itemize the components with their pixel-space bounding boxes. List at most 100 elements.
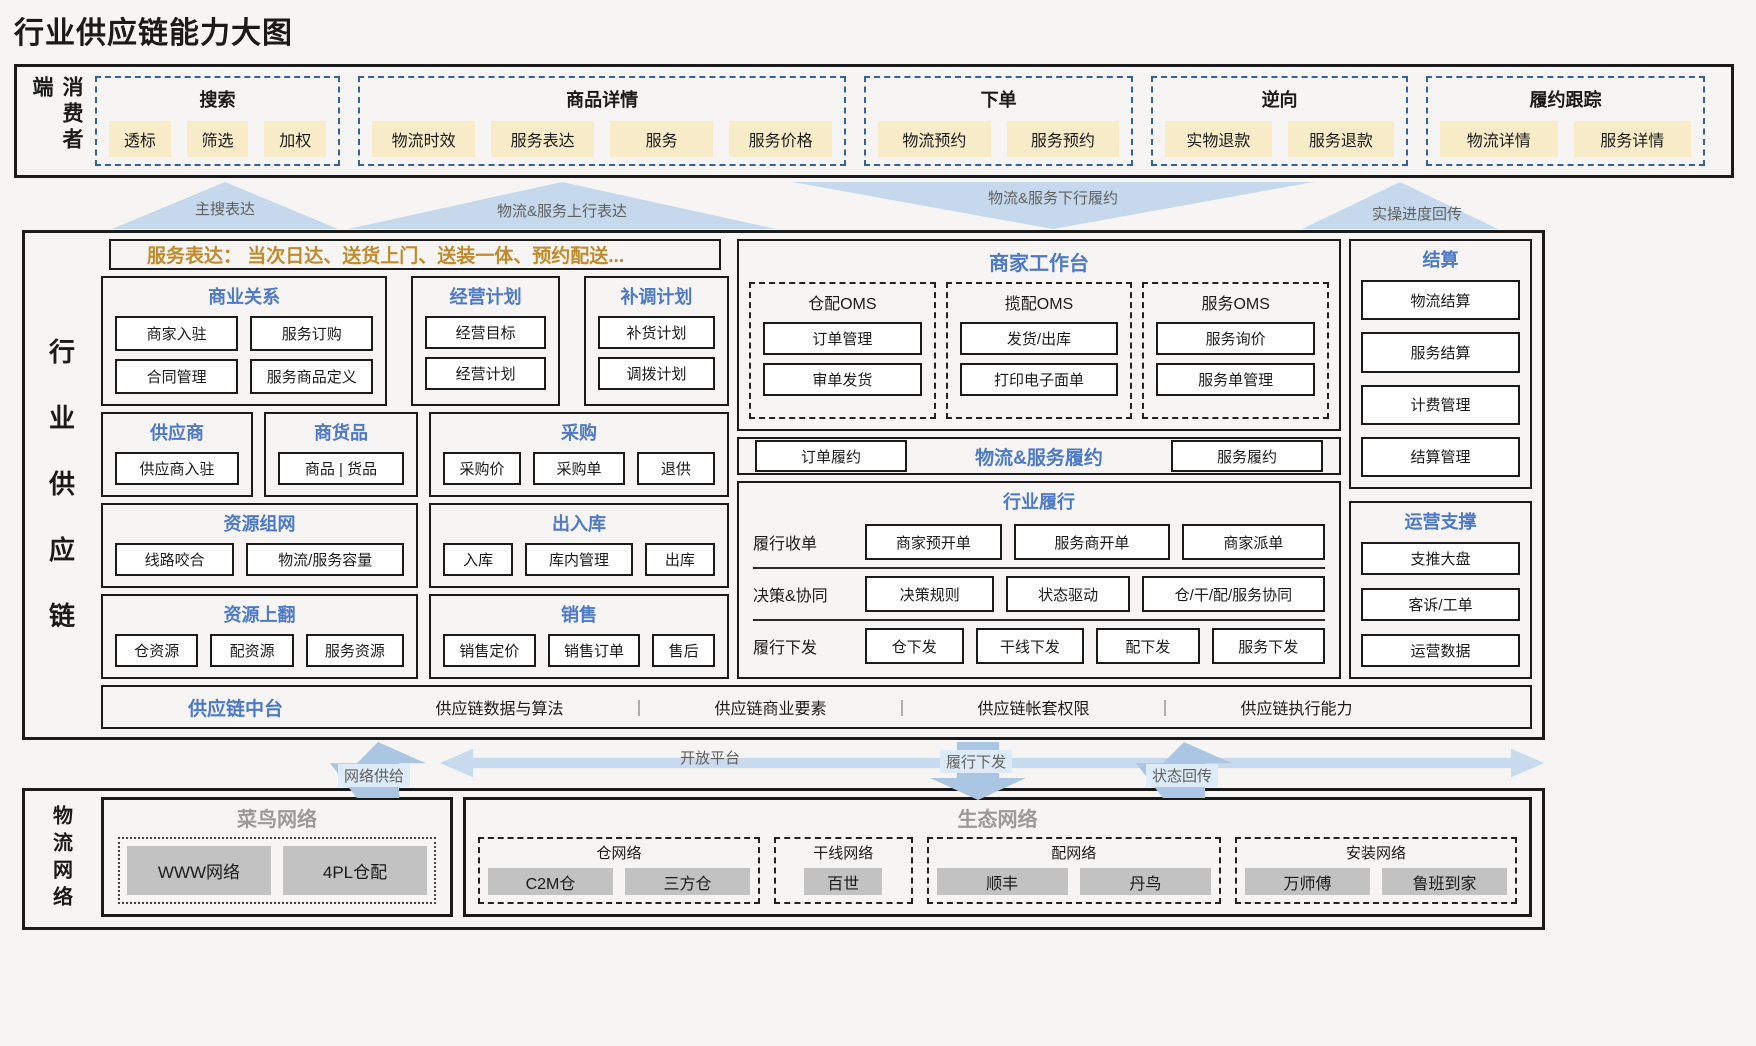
logistics-service-fulfillment-bar: 订单履约 物流&服务履约 服务履约 bbox=[737, 437, 1341, 475]
group-items: 实物退款 服务退款 bbox=[1165, 121, 1395, 157]
arrow-label-downstream-fulfillment: 物流&服务下行履约 bbox=[987, 190, 1118, 207]
box-title: 经营计划 bbox=[449, 287, 522, 307]
consumer-item: 服务退款 bbox=[1287, 121, 1395, 157]
capability-item: 线路咬合 bbox=[115, 543, 235, 576]
supply-side-label: 行业供应链 bbox=[45, 338, 76, 668]
box-purchase: 采购 采购价 采购单 退供 bbox=[429, 412, 729, 497]
consumer-group-order: 下单 物流预约 服务预约 bbox=[864, 76, 1134, 166]
eco-group-title: 配网络 bbox=[1051, 845, 1097, 862]
consumer-side-label: 消费者端 bbox=[30, 76, 83, 154]
group-title: 下单 bbox=[980, 90, 1017, 110]
box-title: 供应商 bbox=[150, 423, 204, 443]
box-settlement: 结算 物流结算 服务结算 计费管理 结算管理 bbox=[1349, 239, 1532, 489]
capability-item: 商家预开单 bbox=[865, 524, 1002, 560]
box-cainiao-network: 菜鸟网络 WWW网络 4PL仓配 bbox=[101, 797, 453, 917]
section-title: 仓配OMS bbox=[808, 296, 877, 313]
eco-group-title: 安装网络 bbox=[1345, 845, 1406, 862]
capability-item: 订单履约 bbox=[755, 440, 907, 472]
arrow-label-fulfill-dispatch: 履行下发 bbox=[940, 750, 1013, 773]
arrow-label-network-supply: 网络供给 bbox=[338, 764, 411, 787]
capability-item: 干线下发 bbox=[975, 628, 1085, 664]
arrow-label-main-search: 主搜表达 bbox=[194, 201, 255, 218]
consumer-group-fulfillment-tracking: 履约跟踪 物流详情 服务详情 bbox=[1426, 76, 1705, 166]
box-operation-plan: 经营计划 经营目标 经营计划 bbox=[411, 276, 560, 406]
box-title: 销售 bbox=[561, 605, 597, 625]
group-title: 商品详情 bbox=[566, 90, 639, 110]
consumer-item: 筛选 bbox=[186, 121, 249, 157]
capability-item: 配下发 bbox=[1096, 628, 1200, 664]
capability-item: 经营目标 bbox=[425, 316, 546, 349]
network-item: 顺丰 bbox=[936, 868, 1068, 895]
separator: ｜ bbox=[893, 701, 910, 718]
box-ecosystem-network: 生态网络 仓网络 C2M仓 三方仓 干线网络 百世 bbox=[463, 797, 1532, 917]
eco-group-trunk-line: 干线网络 百世 bbox=[774, 837, 913, 904]
consumer-side-label-wrap: 消费者端 bbox=[17, 76, 95, 166]
consumer-groups: 搜索 透标 筛选 加权 商品详情 物流时效 服务表达 服务 服务价格 下单 bbox=[95, 76, 1705, 166]
network-item: 丹鸟 bbox=[1079, 868, 1211, 895]
capability-item: 服务结算 bbox=[1361, 332, 1520, 373]
capability-item: 运营数据 bbox=[1361, 634, 1520, 667]
capability-item: 客诉/工单 bbox=[1361, 588, 1520, 621]
fulfillment-row-dispatch: 履行下发 仓下发 干线下发 配下发 服务下发 bbox=[753, 619, 1325, 671]
separator: ｜ bbox=[1156, 701, 1173, 718]
service-expression-banner: 服务表达： 当次日达、送货上门、送装一体、预约配送... bbox=[109, 239, 721, 270]
capability-item: 商品 | 货品 bbox=[278, 452, 404, 485]
consumer-group-search: 搜索 透标 筛选 加权 bbox=[95, 76, 341, 166]
capability-item: 销售定价 bbox=[443, 634, 536, 667]
arrow-label-open-platform: 开放平台 bbox=[679, 750, 740, 767]
consumer-item: 服务 bbox=[610, 121, 714, 157]
workbench-section-pickup-oms: 揽配OMS 发货/出库 打印电子面单 bbox=[945, 282, 1133, 419]
capability-item: 服务商品定义 bbox=[250, 359, 374, 394]
box-title: 资源组网 bbox=[223, 514, 296, 534]
supply-left-column: 服务表达： 当次日达、送货上门、送装一体、预约配送... 商业关系 商家入驻 服… bbox=[101, 239, 729, 679]
box-title: 结算 bbox=[1422, 250, 1459, 270]
bar-title: 物流&服务履约 bbox=[975, 447, 1103, 469]
box-title: 出入库 bbox=[552, 514, 606, 534]
logistics-side-label-wrap: 物流网络 bbox=[25, 791, 97, 927]
box-title: 资源上翻 bbox=[223, 605, 296, 625]
capability-item: 商家入驻 bbox=[115, 316, 239, 351]
capability-item: 出库 bbox=[644, 543, 715, 576]
capability-item: 服务询价 bbox=[1156, 322, 1316, 355]
separator: ｜ bbox=[630, 701, 647, 718]
capability-item: 采购价 bbox=[443, 452, 522, 485]
row-label: 决策&协同 bbox=[753, 588, 828, 605]
capability-item: 状态驱动 bbox=[1006, 576, 1130, 612]
workbench-section-warehouse-oms: 仓配OMS 订单管理 审单发货 bbox=[749, 282, 936, 419]
box-business-relation: 商业关系 商家入驻 服务订购 合同管理 服务商品定义 bbox=[101, 276, 388, 406]
box-industry-fulfillment: 行业履行 履行收单 商家预开单 服务商开单 商家派单 决策&协同 决策规则 状态… bbox=[737, 481, 1341, 679]
capability-item: 发货/出库 bbox=[959, 322, 1119, 355]
capability-item: 订单管理 bbox=[763, 322, 922, 355]
eco-group-warehouse: 仓网络 C2M仓 三方仓 bbox=[478, 837, 760, 904]
capability-item: 服务资源 bbox=[305, 634, 404, 667]
consumer-section: 消费者端 搜索 透标 筛选 加权 商品详情 物流时效 服务表达 服务 服务价格 bbox=[14, 64, 1734, 178]
network-title: 生态网络 bbox=[957, 809, 1038, 831]
section-title: 揽配OMS bbox=[1004, 296, 1074, 313]
consumer-item: 服务表达 bbox=[491, 121, 595, 157]
capability-item: 打印电子面单 bbox=[959, 363, 1119, 396]
network-item: 万师傅 bbox=[1245, 868, 1370, 895]
group-items: 透标 筛选 加权 bbox=[109, 121, 327, 157]
consumer-item: 服务详情 bbox=[1573, 121, 1692, 157]
capability-item: 审单发货 bbox=[763, 363, 922, 396]
consumer-item: 物流时效 bbox=[372, 121, 476, 157]
mid-platform-title: 供应链中台 bbox=[187, 698, 283, 720]
group-items: 物流时效 服务表达 服务 服务价格 bbox=[372, 121, 833, 157]
box-resource-upload: 资源上翻 仓资源 配资源 服务资源 bbox=[101, 594, 418, 679]
network-item: 4PL仓配 bbox=[283, 846, 427, 895]
box-replenish-transfer-plan: 补调计划 补货计划 调拨计划 bbox=[583, 276, 729, 406]
capability-item: 决策规则 bbox=[865, 576, 995, 612]
section-title: 服务OMS bbox=[1201, 296, 1270, 313]
group-title: 逆向 bbox=[1261, 90, 1298, 110]
capability-item: 退供 bbox=[636, 452, 715, 485]
box-sales: 销售 销售定价 销售订单 售后 bbox=[429, 594, 729, 679]
page-title: 行业供应链能力大图 bbox=[14, 17, 293, 50]
group-items: 物流预约 服务预约 bbox=[878, 121, 1120, 157]
consumer-item: 服务价格 bbox=[729, 121, 833, 157]
box-title: 商业关系 bbox=[208, 287, 281, 307]
capability-item: 仓资源 bbox=[115, 634, 199, 667]
capability-item: 物流/服务容量 bbox=[246, 543, 404, 576]
group-items: 物流详情 服务详情 bbox=[1440, 121, 1692, 157]
mid-platform-items: 供应链数据与算法 ｜ 供应链商业要素 ｜ 供应链帐套权限 ｜ 供应链执行能力 bbox=[368, 695, 1530, 719]
fulfillment-row-receive: 履行收单 商家预开单 服务商开单 商家派单 bbox=[753, 517, 1325, 567]
